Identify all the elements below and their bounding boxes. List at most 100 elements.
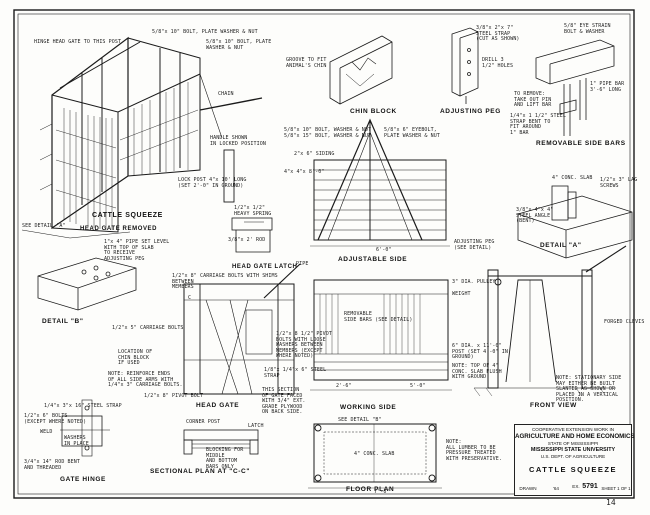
dimension-6-0: 6'-0"	[376, 247, 392, 253]
front-view	[473, 245, 627, 397]
note-see-detail-a: SEE DETAIL "A"	[22, 223, 66, 229]
note-carriage-bolts-head-gate: 1/2"x 8" CARRIAGE BOLTS WITH SHIMS BETWE…	[172, 273, 278, 290]
view-title-chin-block: CHIN BLOCK	[350, 108, 397, 115]
note-pipe-set: 1"x 4" PIPE SET LEVEL WITH TOP OF SLAB T…	[104, 239, 170, 262]
note-pivot-bolt: 1/2"x 8" PIVOT BOLT	[144, 393, 204, 399]
note-bolts-hinge: 1/2"x 6" BOLTS (EXCEPT WHERE NOTED)	[24, 413, 87, 425]
detail-b-view	[37, 257, 137, 311]
handle	[199, 97, 263, 111]
title-block-date: '64	[553, 486, 559, 491]
drawing-number: 5791	[582, 483, 598, 490]
drawing-title: CATTLE SQUEEZE	[529, 465, 617, 474]
gate-hinge-view	[60, 399, 110, 457]
working-side-view	[310, 279, 452, 391]
note-post-4x4: 4"x 4"x 8'-0"	[284, 169, 325, 175]
note-location-chin: LOCATION OF CHIN BLOCK IF USED	[118, 349, 153, 366]
note-adjusting-pegs: ADJUSTING PEG (SEE DETAIL)	[454, 239, 495, 251]
dimension-7-0: 7'-0"	[374, 489, 390, 495]
title-block-line-3: STATE OF MISSISSIPPI	[547, 441, 599, 446]
view-title-floor-plan: FLOOR PLAN	[346, 486, 395, 493]
view-title-head-gate-latch: HEAD GATE LATCH	[232, 264, 298, 270]
view-title-adjusting-peg: ADJUSTING PEG	[440, 108, 501, 115]
note-chain: CHAIN	[218, 91, 234, 97]
margin-page-mark: 14	[606, 498, 616, 507]
title-block-line-4: MISSISSIPPI STATE UNIVERSITY	[530, 447, 616, 453]
sheet-number: SHEET 1 OF 1	[601, 486, 631, 491]
note-washers: WASHERS IN PLACE	[64, 435, 89, 447]
note-take-out: TO REMOVE: TAKE OUT PIN AND LIFT BAR	[514, 91, 552, 108]
note-pipe: PIPE	[296, 261, 309, 267]
view-title-detail-a: DETAIL "A"	[540, 242, 582, 249]
note-hinge-head-gate: HINGE HEAD GATE TO THIS POST	[34, 39, 122, 45]
view-title-head-gate: HEAD GATE	[196, 402, 240, 409]
dimension-2-6: 2'-6"	[336, 383, 352, 389]
note-lumber: NOTE: ALL LUMBER TO BE PRESSURE TREATED …	[446, 439, 502, 462]
note-handle: HANDLE SHOWN IN LOCKED POSITION	[210, 135, 266, 147]
note-conc-slab: 4" CONC. SLAB	[552, 175, 593, 181]
note-stationary: NOTE: STATIONARY SIDE MAY EITHER BE BUIL…	[556, 375, 622, 403]
note-reinforce: NOTE: REINFORCE ENDS OF ALL SIDE ARMS WI…	[108, 371, 183, 388]
view-title-detail-b: DETAIL "B"	[42, 318, 84, 325]
title-block-line-1: COOPERATIVE EXTENSION WORK IN	[531, 427, 615, 432]
head-gate-latch-view	[231, 217, 273, 253]
note-pulley: 3" DIA. PULLEY	[452, 279, 496, 285]
section-mark-c: C	[188, 295, 192, 301]
note-lag-screws: 1/2"x 3" LAG SCREWS	[600, 177, 638, 189]
note-eye-bolt: 5/8" EYE STRAIN BOLT & WASHER	[564, 23, 611, 35]
adjustable-side-view	[310, 118, 450, 247]
lock-post	[223, 149, 235, 203]
note-carriage-bolt-top: 5/8"x 10" BOLT, WASHER & NUT 5/8"x 15" B…	[284, 127, 372, 139]
note-forged-clevis: FORGED CLEVIS	[604, 319, 645, 325]
note-conc-slab-floor: 4" CONC. SLAB	[354, 451, 395, 457]
view-title-sectional-plan: SECTIONAL PLAN AT "C-C"	[150, 468, 251, 475]
view-title-gate-hinge: GATE HINGE	[60, 476, 106, 483]
sectional-plan-view	[183, 429, 259, 455]
note-removable-bars: REMOVABLE SIDE BARS (SEE DETAIL)	[344, 311, 413, 323]
title-block-ex-label: EX.	[572, 484, 580, 489]
note-pivot-bolts: 1/2"x 8 1/2" PIVOT BOLTS WITH LOOSE WASH…	[276, 331, 332, 359]
note-steel-strap-hinge: 1/4"x 3"x 16" STEEL STRAP	[44, 403, 122, 409]
dimension-5-0: 5'-0"	[410, 383, 426, 389]
title-block-drawn: DRAWN	[519, 486, 537, 491]
view-title-adjustable-side: ADJUSTABLE SIDE	[338, 256, 408, 263]
note-bolt-top: 5/8"x 10" BOLT, PLATE WASHER & NUT	[152, 29, 258, 35]
view-title-front-view: FRONT VIEW	[530, 402, 577, 409]
note-see-detail-b: SEE DETAIL "B"	[338, 417, 382, 423]
note-weld: WELD	[40, 429, 53, 435]
squeeze-bars	[55, 82, 199, 230]
note-eyebolt: 5/8"x 6" EYEBOLT, PLATE WASHER & NUT	[384, 127, 440, 139]
note-groove: GROOVE TO FIT ANIMAL'S CHIN	[286, 57, 327, 69]
detail-a-view	[517, 185, 633, 259]
note-drill: DRILL 3 1/2" HOLES	[482, 57, 514, 69]
note-siding: 2"x 6" SIDING	[294, 151, 335, 157]
title-block: COOPERATIVE EXTENSION WORK IN AGRICULTUR…	[514, 424, 635, 496]
note-pipe-bar: 1" PIPE BAR 3'-6" LONG	[590, 81, 625, 93]
removable-side-bars-view	[535, 39, 615, 136]
floor-plan-view	[308, 423, 442, 489]
note-bolt-top-2: 5/8"x 10" BOLT, PLATE WASHER & NUT	[206, 39, 272, 51]
view-title-head-gate-removed: HEAD GATE REMOVED	[80, 226, 158, 232]
note-heavy-spring: 1/2"x 1/2" HEAVY SPRING	[234, 205, 272, 217]
cattle-squeeze-view	[51, 36, 201, 233]
note-latch: LATCH	[248, 423, 264, 429]
view-title-cattle-squeeze: CATTLE SQUEEZE	[92, 212, 163, 219]
note-corner-post: CORNER POST	[186, 419, 221, 425]
note-post-set: 6" DIA. x 11'-0" POST (SET 4'-0" IN GROU…	[452, 343, 508, 360]
note-top-slab: NOTE: TOP OF 4" CONC. SLAB FLUSH WITH GR…	[452, 363, 502, 380]
note-steel-strap-2: 1/8"x 1/4"x 6" STEEL STRAP	[264, 367, 327, 379]
view-title-working-side: WORKING SIDE	[340, 404, 397, 411]
view-title-removable-side-bars: REMOVABLE SIDE BARS	[536, 140, 626, 147]
note-bent-strap: 1/4"x 1 1/2" STEEL STRAP BENT TO FIT ARO…	[510, 113, 566, 136]
adjusting-peg-view	[451, 27, 479, 104]
note-plywood: THIS SECTION OF GATE FACED WITH 3/4" EXT…	[262, 387, 306, 415]
head-gate-view	[183, 263, 301, 395]
chin-block-view	[329, 35, 393, 105]
note-steel-angle: 3/8"x 4"x 4" STEEL ANGLE (BENT)	[516, 207, 554, 224]
note-weight: WEIGHT	[452, 291, 471, 297]
note-blocking: BLOCKING FOR MIDDLE AND BOTTOM BARS ONLY	[206, 447, 244, 470]
title-block-line-2: AGRICULTURE AND HOME ECONOMICS	[515, 433, 635, 440]
note-lock-post: LOCK POST 4"x 10' LONG (SET 2'-0" IN GRO…	[178, 177, 247, 189]
note-steel-strap: 3/8"x 2"x 7" STEEL STRAP (CUT AS SHOWN)	[476, 25, 520, 42]
